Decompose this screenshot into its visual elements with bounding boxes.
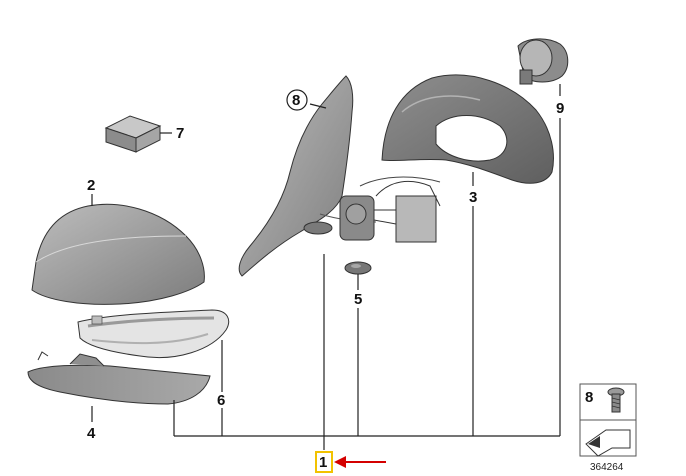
part-2-mirror-cap <box>31 203 205 305</box>
inset-label: 8 <box>585 389 593 406</box>
callout-3: 3 <box>469 189 477 206</box>
part-6-turn-signal-lens <box>77 309 230 359</box>
callout-9: 9 <box>556 100 564 117</box>
part-3-housing-frame <box>381 74 554 184</box>
red-arrow-icon <box>334 456 386 468</box>
inset-part-8: 8 <box>579 383 637 457</box>
part-9-motor <box>517 38 569 85</box>
callout-4: 4 <box>87 425 96 442</box>
callout-1-highlight-box <box>315 451 333 473</box>
callout-1: 1 <box>319 454 327 471</box>
screw-icon <box>607 387 625 413</box>
leader-lines <box>91 84 561 450</box>
mirror-motor-assembly <box>339 176 441 243</box>
direction-arrow-icon <box>585 429 631 457</box>
part-4-lower-trim <box>27 351 211 405</box>
callout-8: 8 <box>292 92 300 109</box>
callout-5: 5 <box>354 291 362 308</box>
callout-6: 6 <box>217 392 225 409</box>
callout-7: 7 <box>176 125 184 142</box>
callout-labels: 7 2 8 3 9 5 6 4 1 <box>87 89 564 473</box>
callout-2: 2 <box>87 177 95 194</box>
callout-8-circle <box>286 89 308 111</box>
part-8-mirror-base <box>238 75 377 277</box>
image-number: 364264 <box>590 462 624 473</box>
part-7-block <box>104 115 162 153</box>
part-5-disc <box>344 261 372 275</box>
